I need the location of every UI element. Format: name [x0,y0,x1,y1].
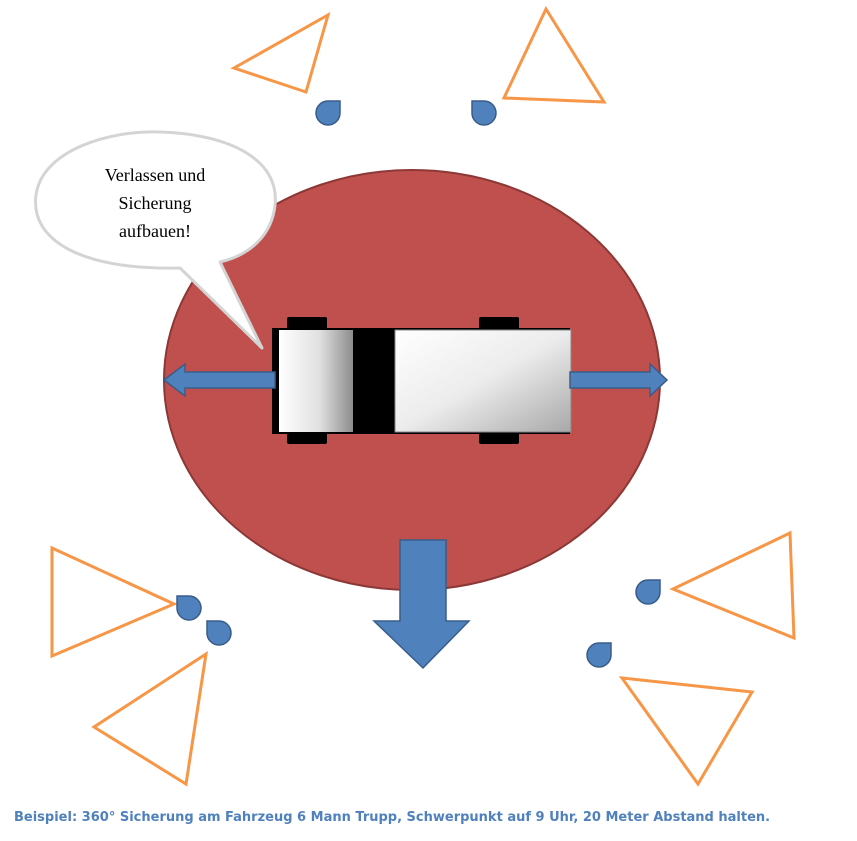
soldier-marker-icon [471,100,497,126]
sector-triangle-top-right [501,5,607,104]
soldier-marker-icon [586,642,612,668]
sector-triangle-left-lower [91,650,208,787]
speech-bubble-line-3: aufbauen! [119,221,191,241]
soldier-marker-icon [315,100,341,126]
sector-triangle-left-upper [50,545,178,659]
sector-triangle-right-lower [618,676,755,787]
soldier-marker-icon [206,620,232,646]
exit-arrow-down [372,539,471,670]
speech-bubble-line-2: Sicherung [118,193,192,213]
diagram-caption: Beispiel: 360° Sicherung am Fahrzeug 6 M… [14,810,771,825]
sector-triangle-top-left [230,11,331,94]
exit-arrow-left [162,362,276,398]
vehicle-icon [272,317,572,444]
speech-bubble [34,130,277,350]
soldier-marker-icon [176,595,202,621]
soldier-marker-icon [635,579,661,605]
speech-bubble-text: Verlassen und Sicherung aufbauen! [60,161,250,245]
speech-bubble-line-1: Verlassen und [104,165,206,185]
sector-triangle-right-upper [669,530,796,641]
exit-arrow-right [569,362,669,398]
